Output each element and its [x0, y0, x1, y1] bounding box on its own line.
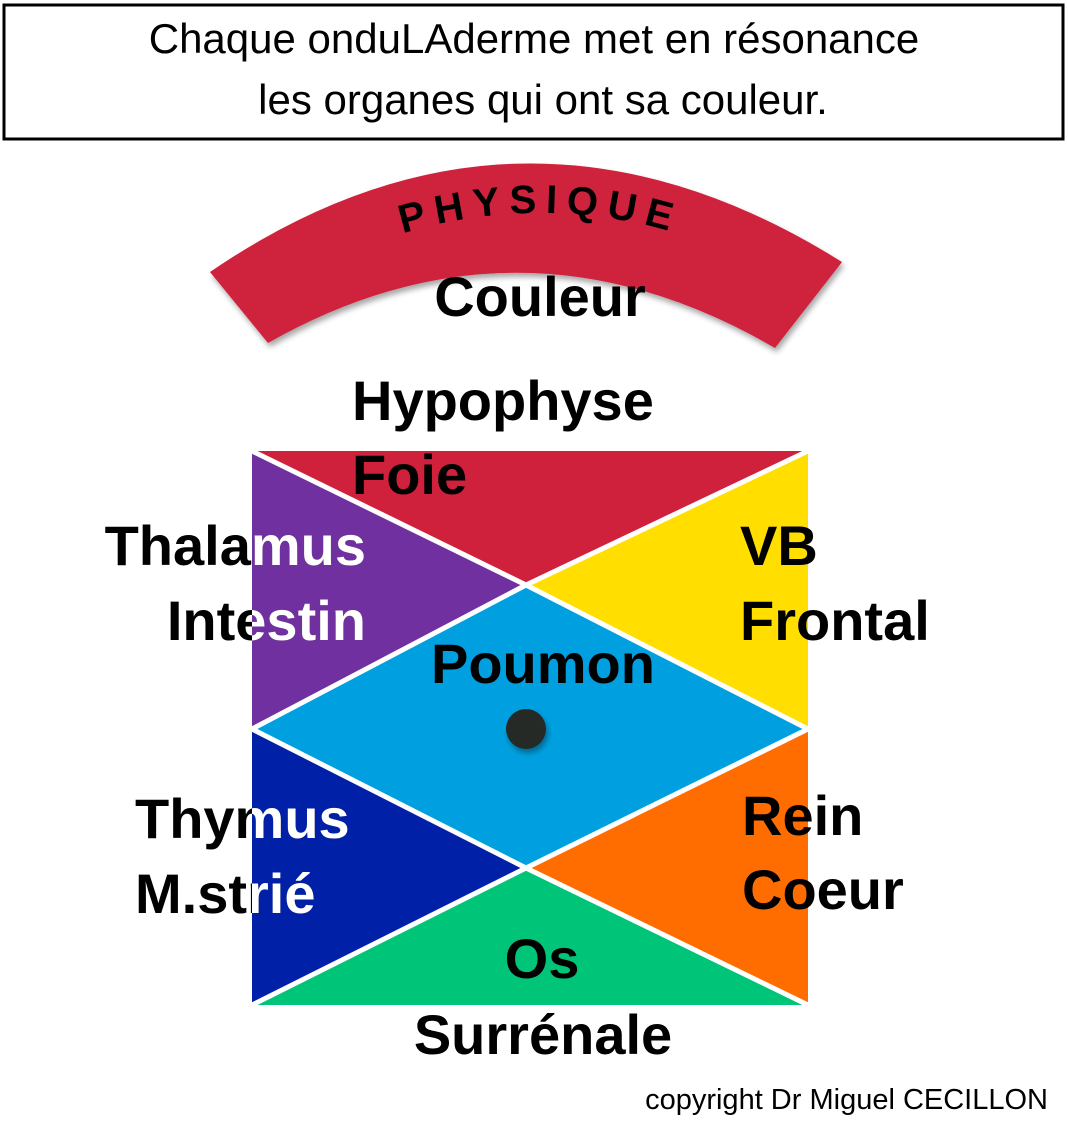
- label-os: Os: [505, 927, 580, 990]
- label-thalamus: Thalamus: [105, 514, 366, 577]
- label-rein: Rein: [742, 784, 863, 847]
- label-thymus-overlay: Thymus: [135, 787, 350, 850]
- label-group-thymus-mstrie: Thymus M.strié Thymus M.strié: [135, 787, 350, 925]
- title-line-2: les organes qui ont sa couleur.: [258, 76, 828, 123]
- label-thymus: Thymus: [135, 787, 350, 850]
- label-vb: VB: [740, 514, 818, 577]
- label-group-thalamus-intestin: Thalamus Intestin Thalamus Intestin: [105, 514, 366, 652]
- region-left-navy: [252, 729, 526, 1005]
- label-thalamus-overlay: Thalamus: [105, 514, 366, 577]
- title-box-border: [2, 3, 1065, 141]
- label-foie: Foie: [352, 443, 467, 506]
- center-dot: [506, 709, 546, 749]
- label-hypophyse: Hypophyse: [352, 369, 654, 432]
- arc-subtitle: Couleur: [434, 265, 646, 328]
- label-m-strie: M.strié: [135, 862, 316, 925]
- separator-lines: [250, 448, 810, 1008]
- label-frontal: Frontal: [740, 589, 930, 652]
- arc-band: [210, 163, 842, 348]
- region-bottom-green: [252, 868, 808, 1005]
- label-surrenale: Surrénale: [414, 1003, 672, 1066]
- region-right-orange: [526, 729, 808, 1005]
- title-line-1: Chaque onduLAderme met en résonance: [149, 15, 920, 62]
- label-m-strie-overlay: M.strié: [135, 862, 316, 925]
- region-top-red: [252, 451, 808, 585]
- region-right-yellow: [526, 451, 808, 729]
- label-intestin: Intestin: [167, 589, 366, 652]
- label-coeur: Coeur: [742, 858, 904, 921]
- label-poumon: Poumon: [431, 632, 655, 695]
- label-intestin-overlay: Intestin: [167, 589, 366, 652]
- copyright-text: copyright Dr Miguel CECILLON: [645, 1084, 1048, 1116]
- region-left-purple: [252, 451, 526, 729]
- title-box: Chaque onduLAderme met en résonance les …: [2, 3, 1065, 141]
- physique-arc: PHYSIQUE Couleur: [210, 163, 842, 348]
